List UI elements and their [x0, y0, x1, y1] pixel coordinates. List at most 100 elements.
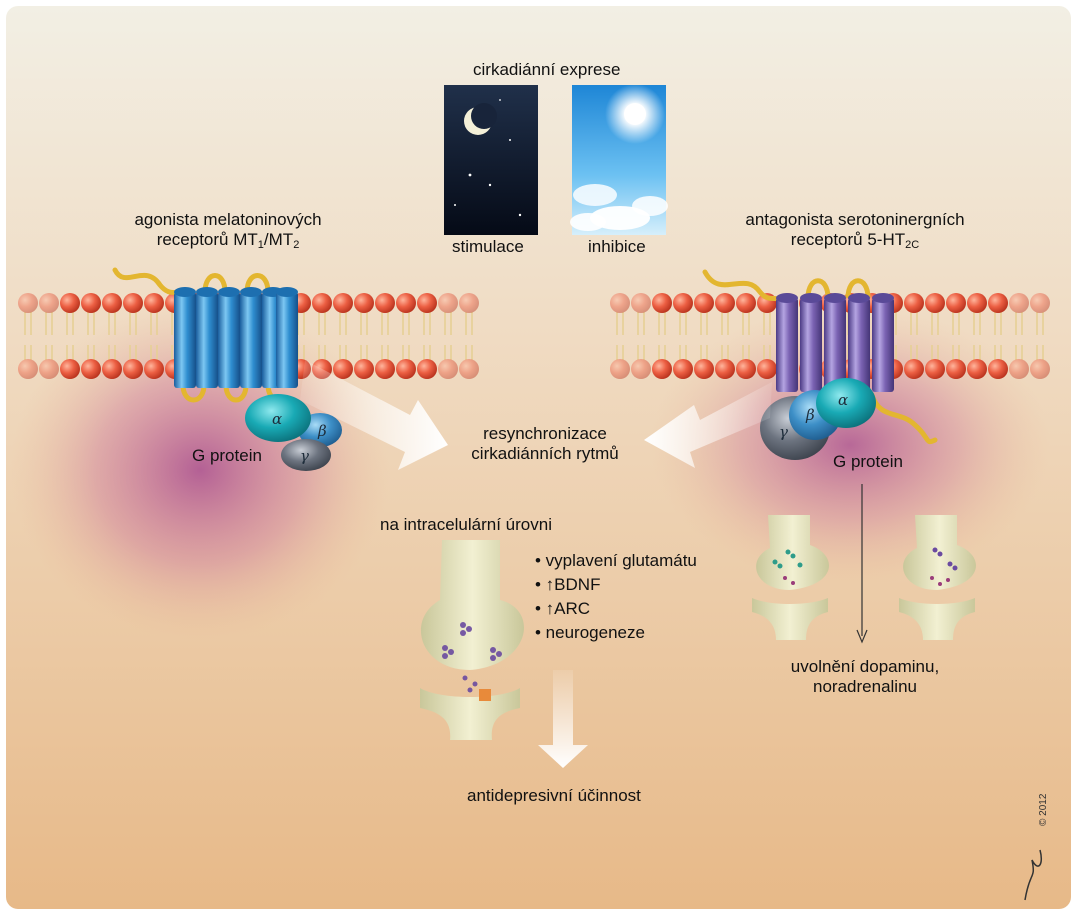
lipid-head	[60, 293, 80, 313]
noradrenaline-synapse	[899, 515, 976, 640]
lipid-head	[694, 293, 714, 313]
melatonin-agonist-line1: agonista melatoninových	[134, 210, 322, 229]
lipid-head	[1030, 293, 1050, 313]
lipid-head	[417, 359, 437, 379]
right-g-protein-label: G protein	[833, 452, 903, 471]
left-gamma-subunit	[281, 439, 331, 471]
lipid-head	[417, 293, 437, 313]
lipid-head	[694, 359, 714, 379]
lipid-head	[438, 359, 458, 379]
lipid-head	[354, 359, 374, 379]
lipid-head	[18, 293, 38, 313]
lipid-head	[1009, 359, 1029, 379]
left-alpha-label: α	[272, 410, 282, 428]
resynchronization-label: resynchronizace cirkadiánních rytmů	[471, 424, 619, 463]
day-sky-image	[570, 84, 668, 235]
right-beta-label: β	[805, 406, 815, 424]
lipid-head	[438, 293, 458, 313]
stimulation-label: stimulace	[452, 237, 524, 256]
effect-item: • vyplavení glutamátu	[535, 551, 697, 570]
lipid-head	[333, 293, 353, 313]
lipid-head	[757, 359, 777, 379]
lipid-head	[673, 293, 693, 313]
effect-item: • neurogeneze	[535, 623, 645, 642]
lipid-head	[904, 293, 924, 313]
left-alpha-subunit	[245, 394, 311, 442]
lipid-head	[459, 359, 479, 379]
transmembrane-helix	[848, 298, 870, 392]
lipid-head	[904, 359, 924, 379]
melatonin-receptor	[112, 267, 308, 421]
right-alpha-label: α	[838, 391, 848, 409]
serotonin-antagonist-label: antagonista serotoninergních receptorů 5…	[720, 210, 990, 251]
transmembrane-helix	[824, 298, 846, 392]
serotonin-antagonist-line2: receptorů 5-HT2C	[790, 230, 920, 251]
transmembrane-helix	[276, 292, 298, 388]
lipid-head	[312, 293, 332, 313]
lipid-head	[631, 359, 651, 379]
release-arrow-head	[856, 629, 868, 644]
lipid-head	[925, 359, 945, 379]
lipid-head	[102, 293, 122, 313]
right-big-arrow	[644, 382, 772, 468]
lipid-head	[946, 293, 966, 313]
effect-item: • ↑BDNF	[535, 575, 601, 594]
lipid-head	[715, 293, 735, 313]
lipid-head	[123, 293, 143, 313]
left-big-arrow	[300, 360, 448, 470]
result-down-arrow	[538, 670, 588, 768]
transmembrane-helix	[240, 292, 262, 388]
lipid-head	[736, 293, 756, 313]
melatonin-agonist-label: agonista melatoninových receptorů MT1/MT…	[108, 210, 348, 251]
lipid-head	[354, 293, 374, 313]
lipid-head	[946, 359, 966, 379]
lipid-head	[715, 359, 735, 379]
lipid-head	[610, 293, 630, 313]
transmembrane-helix	[218, 292, 240, 388]
lipid-head	[102, 359, 122, 379]
central-synapse	[420, 540, 524, 740]
dopamine-synapse	[752, 515, 829, 640]
night-sky-image	[444, 85, 538, 235]
transmembrane-helix	[174, 292, 196, 388]
lipid-head	[1009, 293, 1029, 313]
copyright-text: © 2012	[1038, 793, 1049, 826]
lipid-head	[375, 359, 395, 379]
left-beta-label: β	[317, 422, 327, 440]
lipid-head	[144, 293, 164, 313]
melatonin-agonist-line2: receptorů MT1/MT2	[156, 230, 300, 251]
background-panel	[6, 6, 1071, 909]
serotonin-antagonist-line1: antagonista serotoninergních	[745, 210, 965, 229]
release-label: uvolnění dopaminu, noradrenalinu	[790, 657, 940, 696]
lipid-head	[396, 293, 416, 313]
lipid-head	[673, 359, 693, 379]
serotonin-receptor	[702, 269, 938, 445]
lipid-head	[144, 359, 164, 379]
transmembrane-helix	[196, 292, 218, 388]
right-alpha-subunit	[816, 378, 876, 428]
effect-item: • ↑ARC	[535, 599, 591, 618]
left-gamma-label: γ	[300, 447, 309, 465]
lipid-head	[333, 359, 353, 379]
lipid-head	[123, 359, 143, 379]
antidepressant-effect-label: antidepresivní účinnost	[467, 786, 641, 805]
lipid-head	[736, 359, 756, 379]
intracellular-title: na intracelulární úrovni	[380, 515, 552, 534]
lipid-head	[459, 293, 479, 313]
right-g-protein: γ β α	[760, 378, 876, 460]
transmembrane-helix	[800, 298, 822, 392]
lipid-head	[396, 359, 416, 379]
artist-signature	[1024, 849, 1043, 901]
lipid-head	[967, 359, 987, 379]
transmembrane-helix	[776, 298, 798, 392]
lipid-head	[39, 293, 59, 313]
circadian-title: cirkadiánní exprese	[473, 60, 621, 79]
lipid-head	[39, 359, 59, 379]
lipid-head	[631, 293, 651, 313]
lipid-head	[988, 359, 1008, 379]
lipid-head	[60, 359, 80, 379]
lipid-head	[81, 359, 101, 379]
lipid-head	[375, 293, 395, 313]
lipid-head	[18, 359, 38, 379]
